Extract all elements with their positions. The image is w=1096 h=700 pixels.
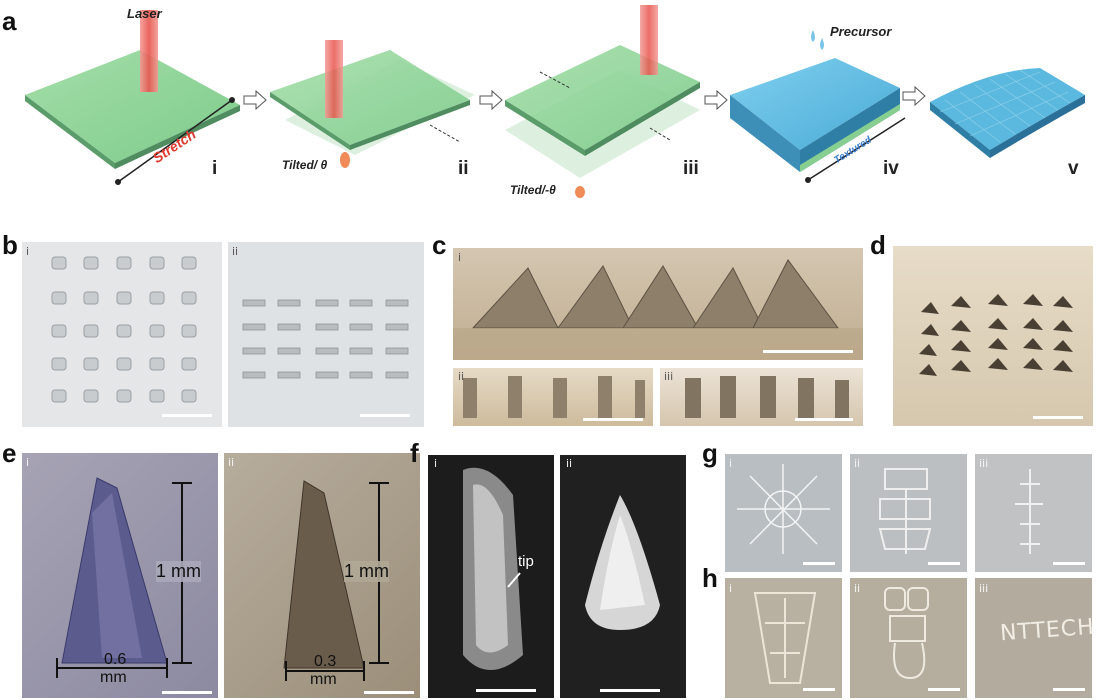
microneedle-side-c-iii xyxy=(685,376,849,418)
panel-label-h: h xyxy=(702,563,718,593)
photo-g-iii xyxy=(975,454,1092,572)
sem-needle-f-ii xyxy=(585,495,660,630)
laser-label: Laser xyxy=(127,6,162,21)
film-step-iii xyxy=(505,45,700,178)
panel-label-d: d xyxy=(870,230,886,260)
panel-label-f: f xyxy=(410,438,419,468)
scale-bar xyxy=(803,688,835,691)
scale-bar xyxy=(928,688,960,691)
sem-f-ii xyxy=(560,455,686,698)
scale-bar xyxy=(795,418,853,421)
sub-label-h-i: i xyxy=(729,582,733,595)
microneedle-e-i xyxy=(56,477,192,678)
width-label-e-ii-b: mm xyxy=(310,671,337,688)
photo-h-iii: NTTECH xyxy=(975,578,1092,698)
scale-bar xyxy=(1053,562,1085,565)
microneedle-array-b-ii xyxy=(242,299,409,379)
width-label-e-ii-a: 0.3 xyxy=(314,653,337,670)
sub-label-h-iii: iii xyxy=(979,582,989,595)
photo-h-i xyxy=(725,578,842,698)
step-label-iv: iv xyxy=(883,158,899,179)
sub-label-g-iii: iii xyxy=(979,457,989,470)
scale-bar xyxy=(1053,688,1085,691)
sub-label-g-i: i xyxy=(729,457,733,470)
pattern-glyph-g-iii xyxy=(1015,469,1043,554)
pattern-h-ii xyxy=(884,587,929,680)
microneedle-side-c-ii xyxy=(463,376,645,418)
film-step-v xyxy=(930,68,1085,158)
sub-label-c-i: i xyxy=(458,251,462,264)
width-label-e-i-b: mm xyxy=(100,669,127,686)
film-step-iv xyxy=(730,58,900,172)
photo-h-ii xyxy=(850,578,967,698)
photo-b-ii xyxy=(228,242,424,427)
photo-b-i xyxy=(22,242,222,427)
pattern-glyph-g-ii xyxy=(878,468,932,554)
scale-bar xyxy=(1033,416,1083,419)
scale-bar xyxy=(476,689,536,692)
sem-needle-f-i xyxy=(463,467,523,670)
tip-label: tip xyxy=(518,553,534,570)
photo-g-i xyxy=(725,454,842,572)
microneedle-cones-c-i xyxy=(453,259,863,360)
sub-label-f-ii: ii xyxy=(566,457,573,470)
photo-e-i: 1 mm 0.6 mm xyxy=(22,453,218,698)
scale-bar xyxy=(364,691,414,694)
sub-label-h-ii: ii xyxy=(854,582,861,595)
sub-label-b-i: i xyxy=(26,245,30,258)
schematic-panel-a xyxy=(25,5,1085,198)
sub-label-f-i: i xyxy=(434,457,438,470)
droplet-icon xyxy=(811,30,815,42)
panel-label-b: b xyxy=(2,230,18,260)
pattern-h-i xyxy=(753,592,817,684)
microneedle-array-b-i xyxy=(51,256,197,403)
panel-label-g: g xyxy=(702,438,718,468)
width-label-e-i-a: 0.6 xyxy=(104,651,127,668)
step-label-ii: ii xyxy=(458,158,469,179)
panel-label-a: a xyxy=(2,6,17,36)
height-label-e-i: 1 mm xyxy=(156,561,201,582)
scale-bar xyxy=(803,562,835,565)
sub-label-c-iii: iii xyxy=(664,370,674,383)
step-label-i: i xyxy=(212,158,218,179)
precursor-label: Precursor xyxy=(830,24,892,39)
tilted-pos-label: Tilted/ θ xyxy=(282,158,328,172)
panel-label-e: e xyxy=(2,438,17,468)
photo-c-ii xyxy=(453,368,653,426)
step-label-iii: iii xyxy=(683,158,699,179)
scale-bar xyxy=(162,691,212,694)
pattern-snowflake-g-i xyxy=(737,464,830,554)
laser-beam-icon xyxy=(140,10,158,92)
scale-bar xyxy=(600,689,660,692)
photo-c-i xyxy=(453,248,863,360)
scale-bar xyxy=(360,414,410,417)
scale-bar xyxy=(583,418,643,421)
nttech-pattern-text: NTTECH xyxy=(999,614,1092,647)
tilted-neg-label: Tilted/-θ xyxy=(510,183,556,197)
sub-label-g-ii: ii xyxy=(854,457,861,470)
sub-label-e-i: i xyxy=(26,456,30,469)
photo-c-iii xyxy=(660,368,863,426)
scale-bar xyxy=(763,350,853,353)
photo-g-ii xyxy=(850,454,967,572)
sub-label-c-ii: ii xyxy=(458,370,465,383)
panel-label-c: c xyxy=(432,230,447,260)
scale-bar xyxy=(162,414,212,417)
microneedle-array-d xyxy=(919,294,1073,376)
step-label-v: v xyxy=(1068,158,1079,179)
scale-bar xyxy=(928,562,960,565)
photo-d xyxy=(893,246,1093,426)
sub-label-b-ii: ii xyxy=(232,245,239,258)
sub-label-e-ii: ii xyxy=(228,456,235,469)
sem-f-i: tip xyxy=(428,455,554,698)
film-step-i xyxy=(25,50,240,169)
film-step-ii xyxy=(270,50,475,155)
height-label-e-ii: 1 mm xyxy=(344,561,389,582)
photo-e-ii: 1 mm 0.3 mm xyxy=(224,453,420,698)
